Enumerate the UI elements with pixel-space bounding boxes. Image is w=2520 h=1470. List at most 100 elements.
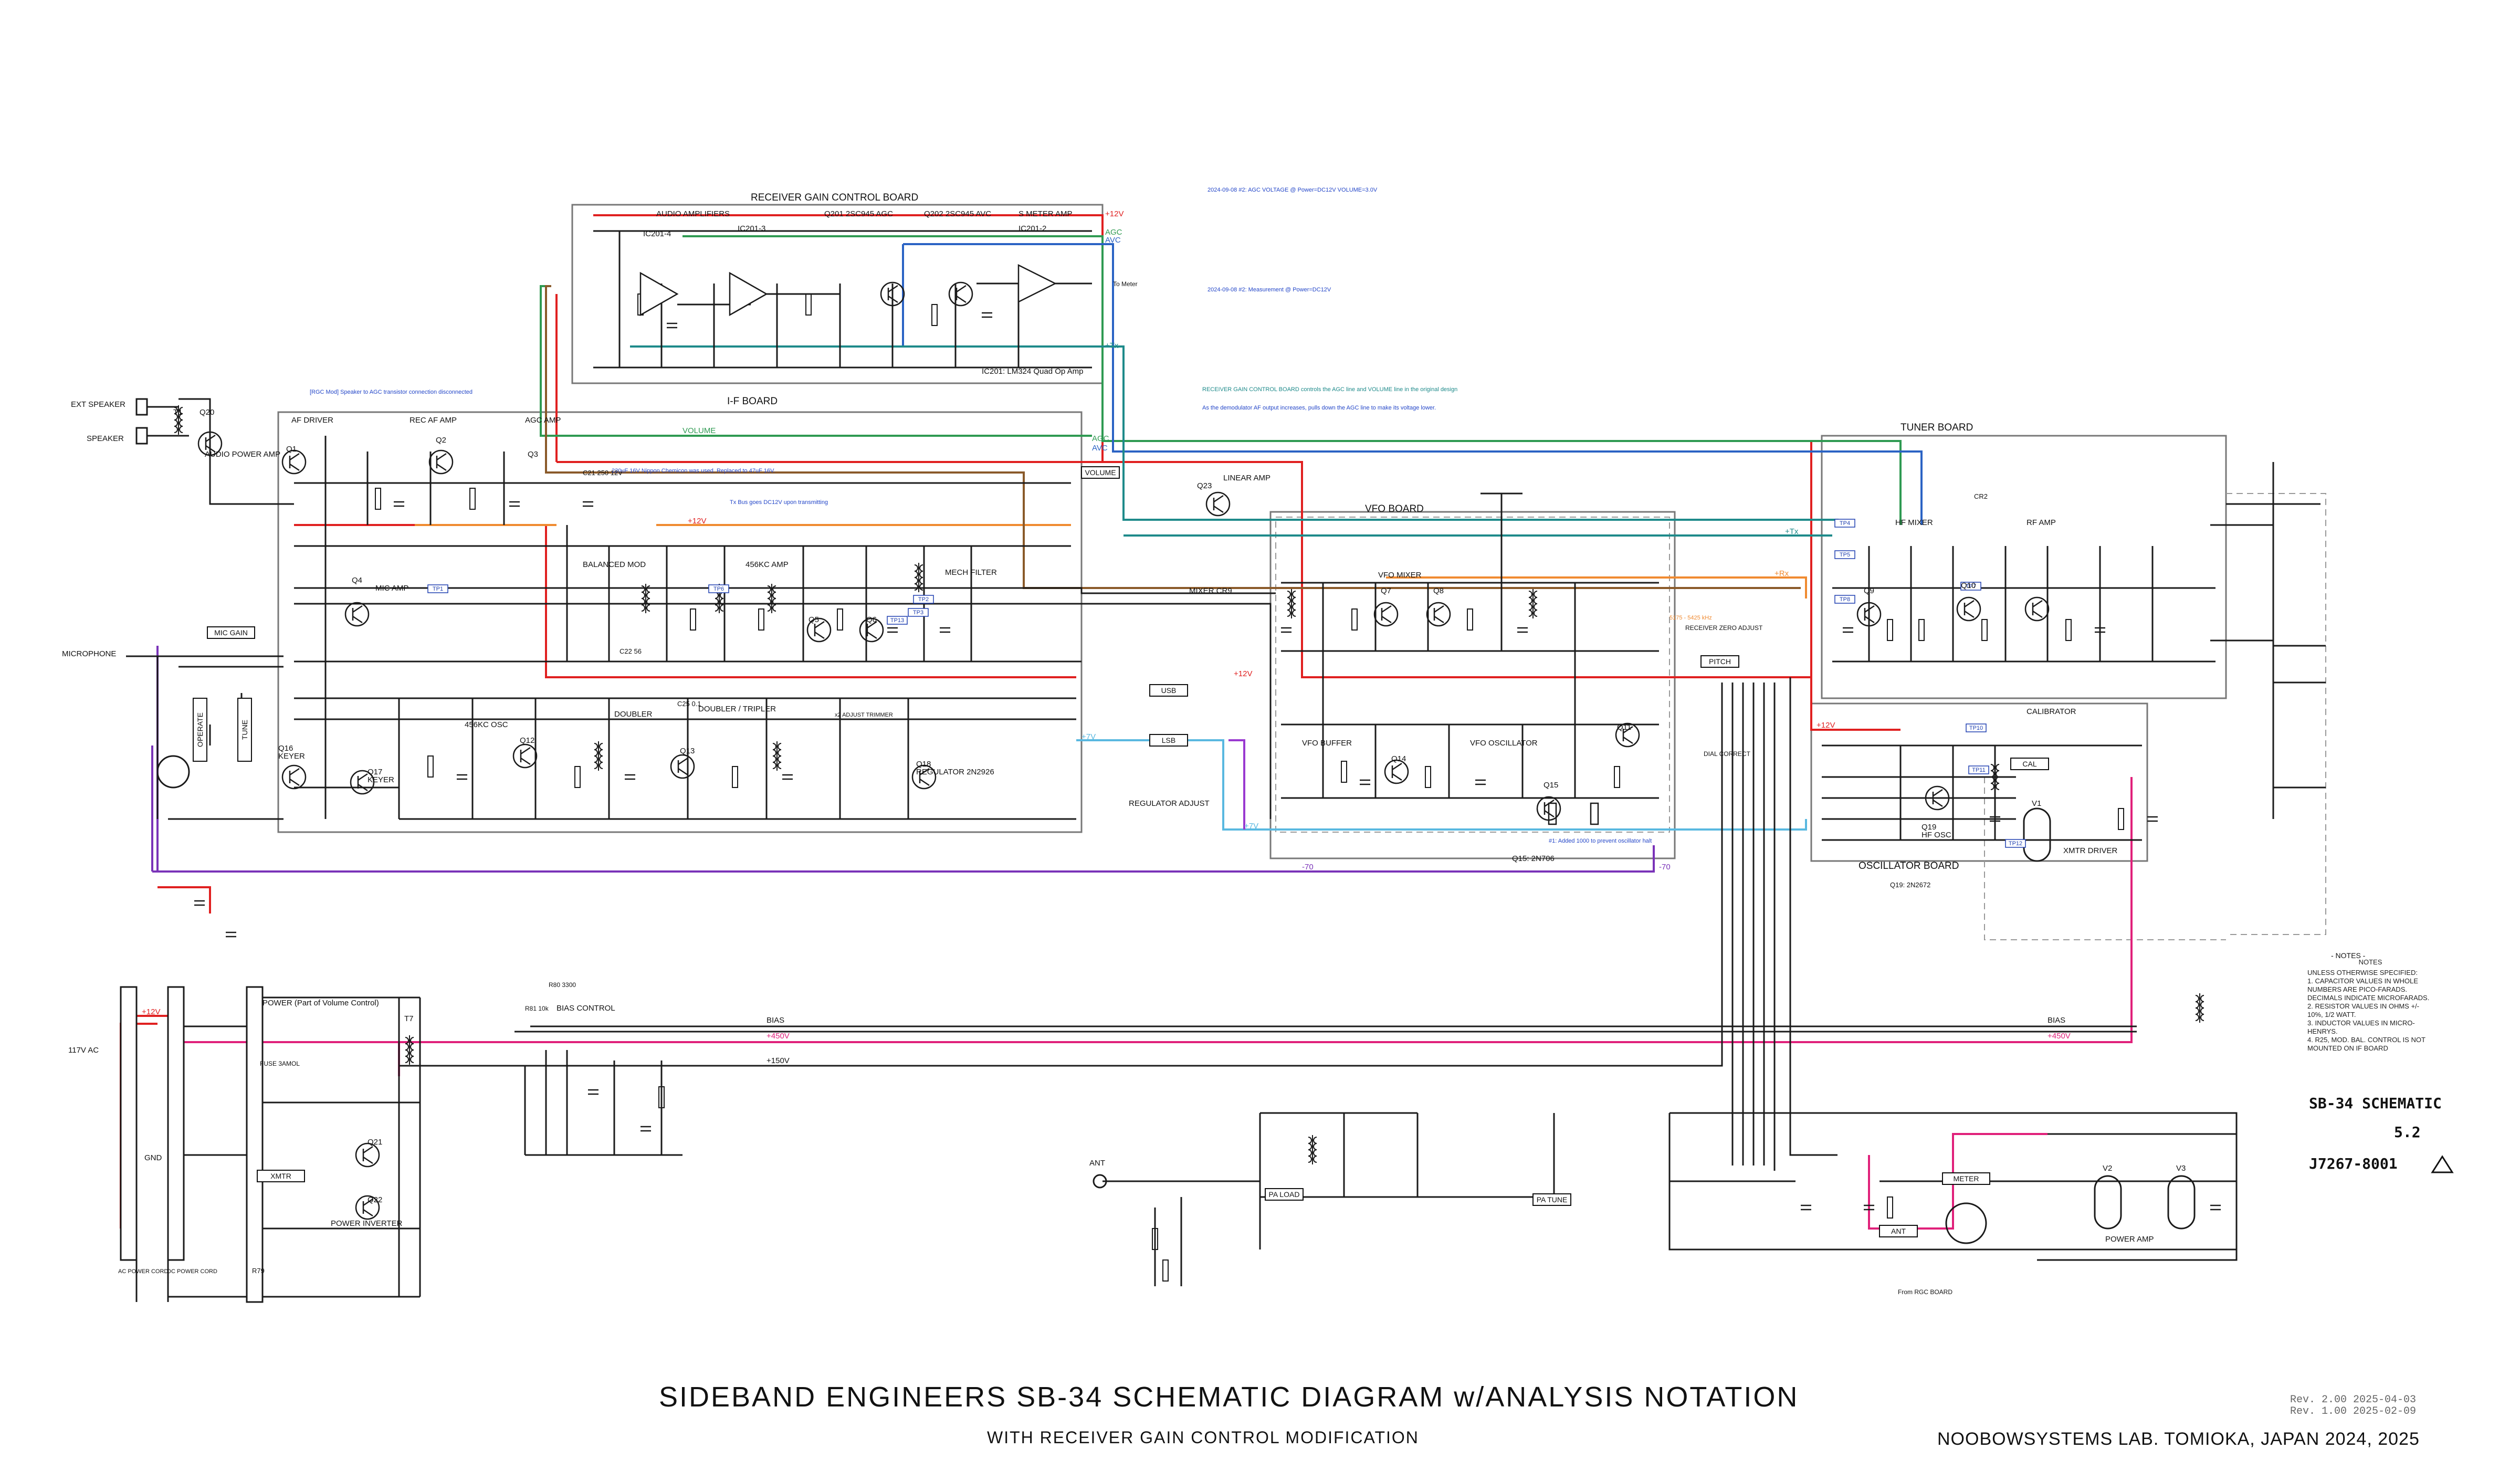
test-point-tp13: TP13 bbox=[887, 616, 908, 625]
part-q4: Q4 bbox=[352, 576, 362, 585]
tuner-board-label: TUNER BOARD bbox=[1900, 422, 1973, 433]
capacitor-symbol bbox=[1801, 1204, 1811, 1211]
part-q1: Q1 bbox=[286, 445, 297, 454]
resistor-symbol bbox=[427, 755, 434, 778]
annotation-q12: x2 ADJUST TRIMMER bbox=[835, 712, 893, 718]
tag-cal: CAL bbox=[2010, 758, 2049, 770]
capacitor-symbol bbox=[226, 931, 236, 938]
rail-7v-label-2: +7V bbox=[1244, 822, 1258, 831]
transistor-symbol bbox=[670, 754, 695, 779]
rf-amp-label: RF AMP bbox=[2026, 518, 2056, 527]
tag-usb: USB bbox=[1149, 684, 1188, 697]
rgc-section-labels: AUDIO AMPLIFIERS Q201 2SC945 AGC Q202 2S… bbox=[643, 209, 1138, 376]
annotation-demod-note: As the demodulator AF output increases, … bbox=[1202, 405, 1436, 411]
resistor-symbol bbox=[658, 1086, 665, 1108]
capacitor-symbol bbox=[940, 627, 950, 633]
document-lab: NOOBOWSYSTEMS LAB. TOMIOKA, JAPAN 2024, … bbox=[1937, 1429, 2420, 1449]
tube-v2 bbox=[2094, 1175, 2122, 1230]
part-q7: Q7 bbox=[1381, 586, 1391, 595]
resistor-symbol bbox=[690, 608, 696, 631]
rail-7v bbox=[1076, 739, 1807, 831]
part-v3: V3 bbox=[2176, 1164, 2186, 1173]
capacitor-symbol bbox=[1281, 627, 1292, 633]
part-q9: Q9 bbox=[1864, 586, 1874, 595]
resistor-symbol bbox=[1351, 608, 1358, 631]
opamp-ic201-2 bbox=[1017, 264, 1057, 303]
mic-amp-label: MIC AMP bbox=[375, 584, 408, 593]
annotation-measurement: 2024-09-08 #2: Measurement @ Power=DC12V bbox=[1208, 287, 1331, 293]
p1-plug bbox=[246, 986, 264, 1303]
transistor-symbol bbox=[1384, 759, 1409, 784]
part-q16: Q16 bbox=[278, 744, 293, 753]
part-q22: Q22 bbox=[368, 1195, 382, 1204]
tag-text: XMTR bbox=[270, 1172, 291, 1180]
part-t1: T1 bbox=[173, 408, 183, 417]
rail-12v-label-2: +12V bbox=[688, 517, 706, 526]
annotation-agc-voltage: 2024-09-08 #2: AGC VOLTAGE @ Power=DC12V… bbox=[1208, 187, 1378, 193]
connector-labels: EXT SPEAKER SPEAKER MICROPHONE ANT 117V … bbox=[62, 400, 1952, 1296]
transistor-symbol bbox=[1426, 602, 1451, 627]
vfo-board-outline bbox=[1269, 511, 1676, 859]
capacitor-symbol bbox=[667, 322, 677, 329]
test-point-tp8: TP8 bbox=[1834, 595, 1855, 604]
resistor-symbol bbox=[1887, 1196, 1893, 1219]
keyer-label: KEYER bbox=[278, 752, 305, 761]
board-outlines bbox=[277, 204, 2227, 862]
rgc-smeter-label: S METER AMP bbox=[1018, 209, 1073, 218]
rail-avc-label-2: AVC bbox=[1092, 444, 1108, 453]
capacitor-symbol bbox=[782, 774, 793, 780]
osc-board-outline bbox=[1810, 702, 2148, 862]
transformer-symbol bbox=[767, 584, 776, 613]
rail-volume-label: VOLUME bbox=[682, 426, 716, 435]
transistor-symbol bbox=[880, 281, 905, 307]
part-r81: R81 10k bbox=[525, 1005, 549, 1012]
resistor-symbol bbox=[732, 766, 738, 788]
hf-mixer-label: HF MIXER bbox=[1895, 518, 1933, 527]
document-title: SIDEBAND ENGINEERS SB-34 SCHEMATIC DIAGR… bbox=[659, 1381, 1799, 1413]
dc-cord-label: DC POWER CORD bbox=[167, 1268, 217, 1275]
test-point-label: TP7 bbox=[1966, 583, 1976, 590]
rgc-ic-b: IC201-3 bbox=[738, 224, 765, 233]
transistor-symbol bbox=[344, 602, 370, 627]
notes-item: UNLESS OTHERWISE SPECIFIED: bbox=[2307, 969, 2418, 976]
opamp-ic201-4 bbox=[639, 271, 679, 317]
ac-label: 117V AC bbox=[68, 1046, 99, 1055]
capacitor-symbol bbox=[588, 1089, 598, 1095]
crystal-symbols bbox=[1548, 802, 1599, 825]
test-point-label: TP5 bbox=[1840, 552, 1850, 558]
rail-12v-label-3: +12V bbox=[1234, 669, 1252, 678]
capacitor-symbol bbox=[1864, 1204, 1874, 1211]
capacitor-symbol bbox=[194, 900, 205, 906]
part-v1: V1 bbox=[2032, 799, 2041, 808]
tag-tune: TUNE bbox=[237, 698, 252, 762]
notes-block: NOTES UNLESS OTHERWISE SPECIFIED: 1. CAP… bbox=[2307, 958, 2433, 1053]
annotation-vfo-range: 5175 - 5425 kHz bbox=[1670, 615, 1712, 621]
tuner-board-outline bbox=[1821, 435, 2227, 699]
part-q12: Q12 bbox=[520, 736, 534, 745]
rail-rx-label: +Rx bbox=[1774, 569, 1789, 578]
capacitor-symbol bbox=[1475, 779, 1486, 785]
calibrator-label: CALIBRATOR bbox=[2026, 707, 2076, 716]
rail-brown bbox=[545, 285, 1801, 589]
test-point-label: TP13 bbox=[890, 617, 904, 624]
part-q11: Q11 bbox=[1617, 723, 1631, 732]
notes-heading: NOTES bbox=[2358, 958, 2382, 966]
audio-power-amp-label: AUDIO POWER AMP bbox=[205, 450, 280, 459]
tag-text: ANT bbox=[1891, 1227, 1906, 1235]
transformer-symbol bbox=[1990, 762, 2000, 792]
rail-450-label: +450V bbox=[766, 1032, 790, 1041]
rail-450-label-2: +450V bbox=[2048, 1032, 2071, 1041]
part-q23: Q23 bbox=[1197, 481, 1212, 490]
annotation-c21: 220uF 16V Nippon Chemicon was used. Repl… bbox=[612, 468, 775, 474]
transformer-symbol bbox=[1528, 589, 1538, 618]
part-c25: C25 0.1 bbox=[677, 700, 701, 708]
part-q8: Q8 bbox=[1433, 586, 1444, 595]
transformer-symbol bbox=[405, 1035, 414, 1065]
transistor-symbol bbox=[281, 449, 307, 475]
transistor-symbol bbox=[350, 770, 375, 795]
rail-agc-label-2: AGC bbox=[1092, 434, 1109, 443]
resistor-symbol bbox=[2118, 808, 2124, 830]
test-point-label: TP10 bbox=[1969, 725, 1983, 731]
tube-v3 bbox=[2167, 1175, 2196, 1230]
